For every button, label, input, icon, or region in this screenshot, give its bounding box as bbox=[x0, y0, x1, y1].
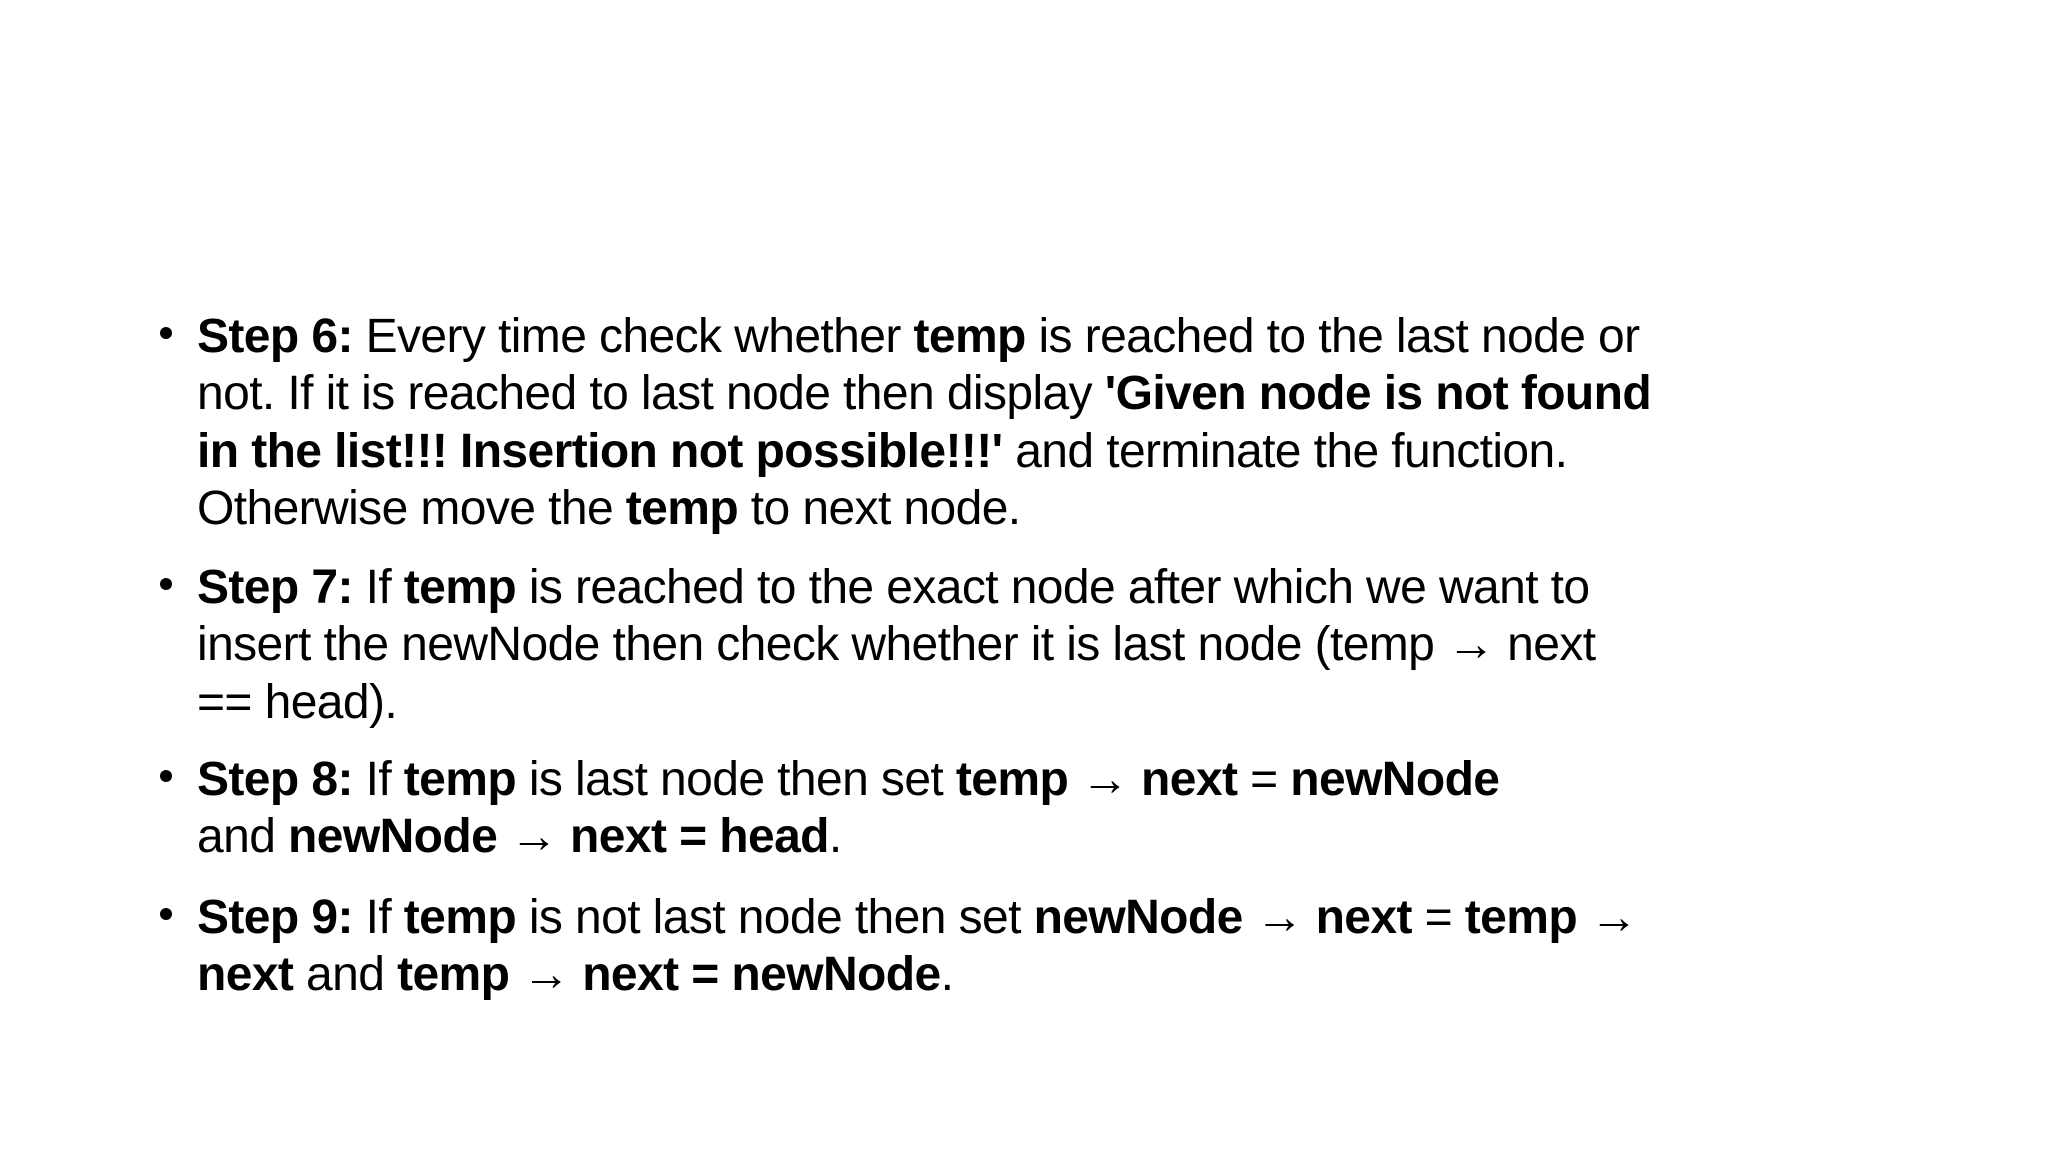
text-line: not. If it is reached to last node then … bbox=[197, 365, 1917, 422]
text-line: insert the newNode then check whether it… bbox=[197, 616, 1917, 673]
text-line: Step 9: If temp is not last node then se… bbox=[197, 889, 1917, 946]
message-text: in the list!!! Insertion not possible!!!… bbox=[197, 424, 1003, 478]
code-term: newNode → next bbox=[1033, 891, 1413, 944]
text-run: . bbox=[940, 948, 954, 1002]
code-term: temp bbox=[913, 310, 1026, 363]
text-run: and bbox=[293, 948, 398, 1002]
text-run: is reached to the last node or bbox=[1025, 310, 1640, 363]
code-term: newNode → next = head bbox=[288, 810, 829, 864]
text-run: is last node then set bbox=[516, 753, 956, 806]
text-line: Step 7: If temp is reached to the exact … bbox=[197, 559, 1917, 616]
text-run: . bbox=[828, 810, 842, 864]
message-text: 'Given node is not found bbox=[1104, 367, 1652, 421]
text-run: insert the newNode then check whether it… bbox=[197, 618, 1596, 672]
text-run: If bbox=[352, 561, 404, 614]
list-item-step-9: Step 9: If temp is not last node then se… bbox=[160, 889, 1917, 1004]
list-item-step-8: Step 8: If temp is last node then set te… bbox=[160, 751, 1917, 866]
code-term: temp → next = newNode bbox=[397, 948, 941, 1002]
step-label: Step 6: bbox=[197, 310, 353, 363]
text-run: is not last node then set bbox=[516, 891, 1034, 944]
code-term: next bbox=[197, 948, 294, 1002]
text-run: = bbox=[1237, 753, 1291, 806]
code-term: temp bbox=[625, 481, 739, 535]
text-line: and newNode → next = head. bbox=[197, 808, 1917, 865]
bullet-icon bbox=[160, 327, 172, 339]
step-label: Step 7: bbox=[197, 561, 353, 614]
text-run: is reached to the exact node after which… bbox=[516, 561, 1590, 614]
bullet-icon bbox=[160, 578, 172, 590]
text-run: and terminate the function. bbox=[1002, 424, 1568, 478]
code-term: temp bbox=[403, 891, 517, 944]
code-term: temp → bbox=[1464, 891, 1638, 944]
text-run: to next node. bbox=[738, 481, 1021, 535]
code-term: temp bbox=[403, 561, 517, 614]
code-term: temp → next bbox=[955, 753, 1238, 806]
step-label: Step 9: bbox=[197, 891, 353, 944]
text-run: and bbox=[197, 810, 289, 864]
text-run: not. If it is reached to last node then … bbox=[197, 367, 1105, 421]
text-run: Every time check whether bbox=[352, 310, 914, 363]
bullet-icon bbox=[160, 770, 172, 782]
code-term: newNode bbox=[1290, 753, 1500, 806]
text-run: == head). bbox=[197, 675, 398, 729]
step-label: Step 8: bbox=[197, 753, 353, 806]
text-line: in the list!!! Insertion not possible!!!… bbox=[197, 423, 1917, 480]
text-line: Step 6: Every time check whether temp is… bbox=[197, 308, 1917, 365]
text-line: == head). bbox=[197, 674, 1917, 731]
bullet-icon bbox=[160, 908, 172, 920]
text-run: Otherwise move the bbox=[197, 481, 626, 535]
text-run: If bbox=[352, 891, 404, 944]
text-run: = bbox=[1411, 891, 1465, 944]
code-term: temp bbox=[403, 753, 517, 806]
list-item-step-7: Step 7: If temp is reached to the exact … bbox=[160, 559, 1917, 731]
text-line: Otherwise move the temp to next node. bbox=[197, 480, 1917, 537]
text-run: If bbox=[352, 753, 404, 806]
text-line: Step 8: If temp is last node then set te… bbox=[197, 751, 1917, 808]
text-line: next and temp → next = newNode. bbox=[197, 946, 1917, 1003]
list-item-step-6: Step 6: Every time check whether temp is… bbox=[160, 308, 1917, 537]
